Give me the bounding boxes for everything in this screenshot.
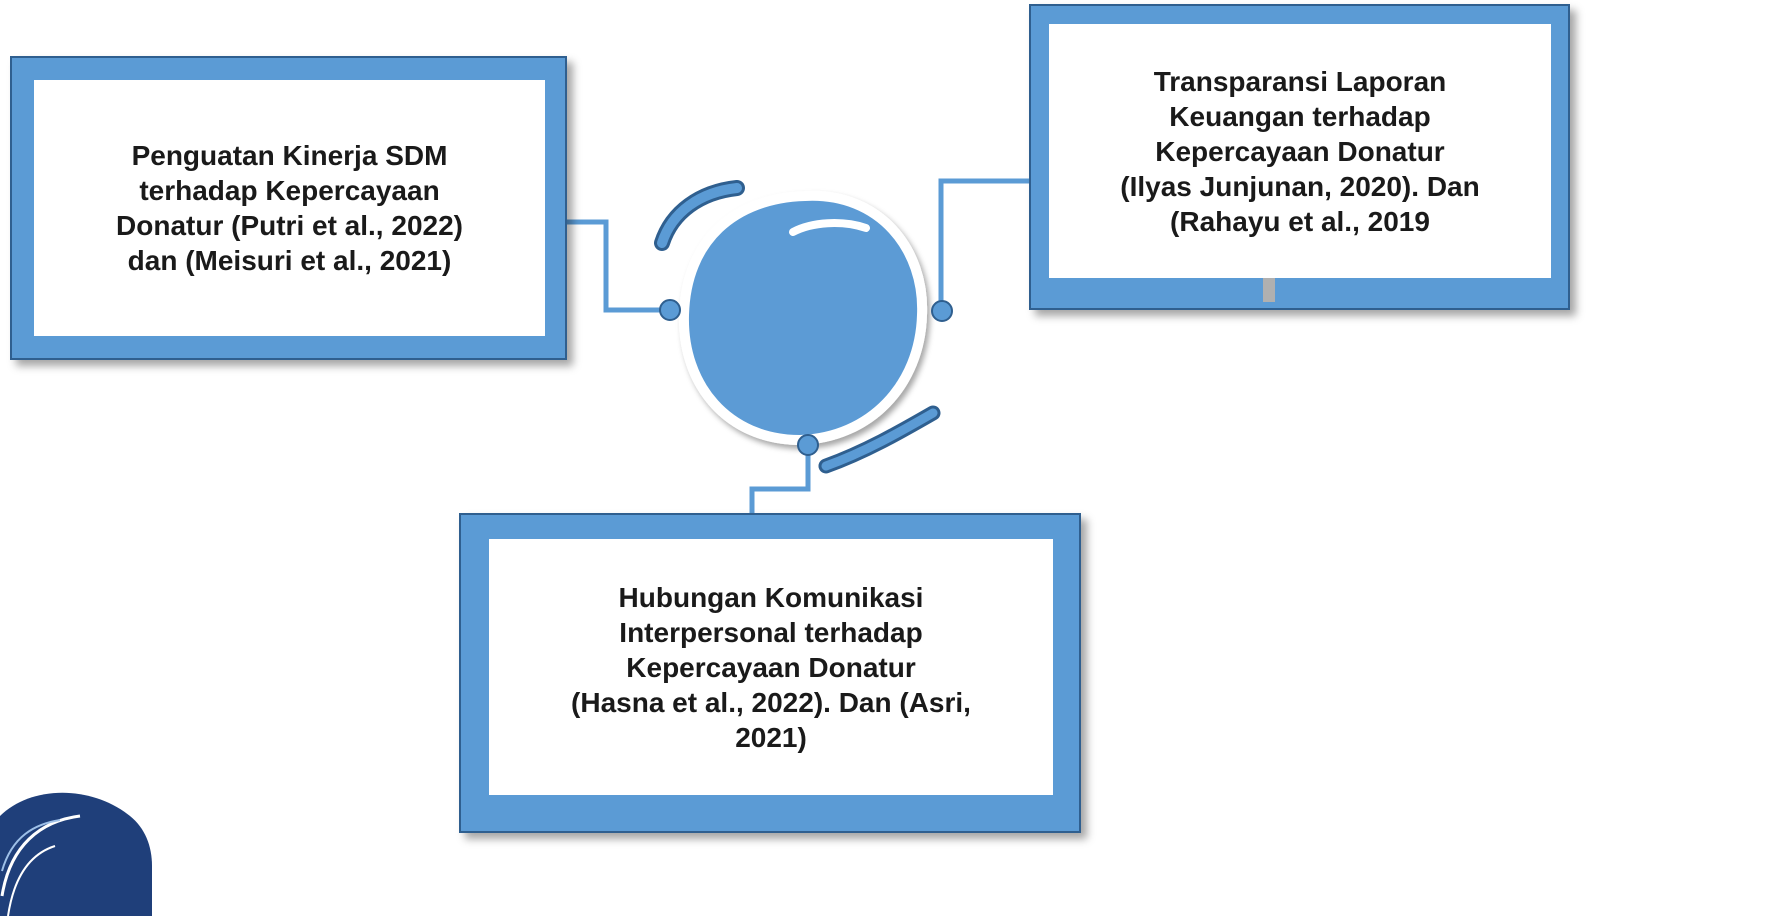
left-box-content: Penguatan Kinerja SDM terhadap Kepercaya…: [34, 80, 545, 336]
connector-right: [938, 178, 1029, 310]
connector-dot-bottom: [797, 434, 819, 456]
arc-top-left-decoration-fill: [657, 183, 742, 248]
arc-bottom-right-decoration: [818, 405, 941, 474]
connector-bottom: [749, 445, 811, 513]
right-box: Transparansi Laporan Keuangan terhadap K…: [1029, 4, 1570, 310]
center-circle-node: [678, 190, 928, 446]
arc-bottom-right-decoration-fill: [821, 408, 938, 471]
connector-left: [567, 219, 668, 313]
left-box: Penguatan Kinerja SDM terhadap Kepercaya…: [10, 56, 567, 360]
right-box-content: Transparansi Laporan Keuangan terhadap K…: [1049, 24, 1551, 278]
right-box-tick: [1263, 278, 1275, 302]
bottom-box-text: Hubungan Komunikasi Interpersonal terhad…: [571, 581, 971, 753]
partial-logo-icon: [0, 792, 152, 916]
circle-highlight: [789, 219, 870, 236]
connector-dot-left: [659, 299, 681, 321]
connector-dot-right: [931, 300, 953, 322]
bottom-box-content: Hubungan Komunikasi Interpersonal terhad…: [489, 539, 1053, 795]
right-box-text: Transparansi Laporan Keuangan terhadap K…: [1120, 65, 1480, 237]
bottom-box: Hubungan Komunikasi Interpersonal terhad…: [459, 513, 1081, 833]
arc-top-left-decoration: [654, 180, 745, 251]
left-box-text: Penguatan Kinerja SDM terhadap Kepercaya…: [116, 140, 463, 276]
